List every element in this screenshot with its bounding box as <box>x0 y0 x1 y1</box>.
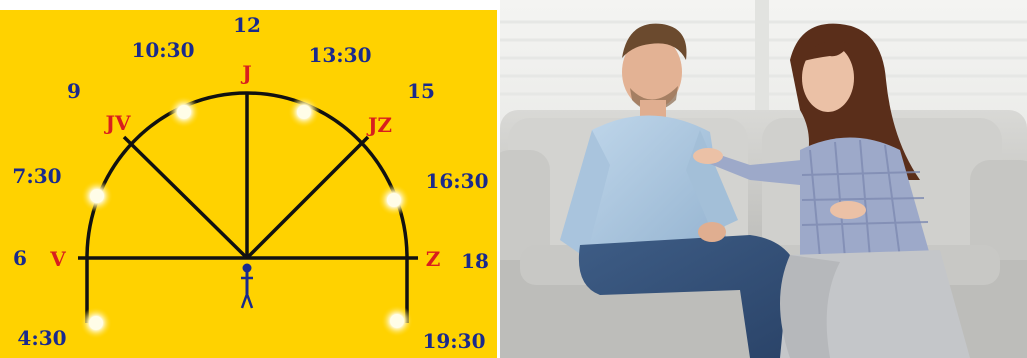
sun-icon <box>378 184 410 216</box>
hour-label-12: 12 <box>233 13 261 37</box>
sun-icon <box>168 96 200 128</box>
direction-label-j: J <box>240 61 251 85</box>
hour-label-16-30: 16:30 <box>425 169 488 193</box>
sun-icon <box>80 307 112 339</box>
hour-label-9: 9 <box>67 79 81 103</box>
hour-label-6: 6 <box>13 246 27 270</box>
direction-label-jz: JZ <box>366 113 392 137</box>
sun-icon <box>288 96 320 128</box>
sun-icon <box>81 180 113 212</box>
direction-label-jv: JV <box>104 111 131 135</box>
direction-label-z: Z <box>426 247 441 271</box>
couple-photo <box>500 0 1027 358</box>
window-frame <box>755 0 769 110</box>
man-figure <box>560 23 800 358</box>
ray-southwest <box>122 135 249 260</box>
photo-canvas <box>500 0 1027 358</box>
diagram-canvas: 12 10:30 13:30 9 15 7:30 16:30 6 18 4:30… <box>0 10 497 358</box>
sun-path-diagram: 12 10:30 13:30 9 15 7:30 16:30 6 18 4:30… <box>0 0 497 358</box>
ray-southeast <box>245 135 370 260</box>
hour-label-13-30: 13:30 <box>308 43 371 67</box>
hour-label-10-30: 10:30 <box>131 38 194 62</box>
person-icon <box>240 263 254 309</box>
hour-label-19-30: 19:30 <box>422 329 485 353</box>
hour-label-7-30: 7:30 <box>12 164 61 188</box>
hour-label-4-30: 4:30 <box>17 326 66 350</box>
woman-figure <box>693 23 970 358</box>
direction-label-v: V <box>49 247 66 271</box>
hour-label-18: 18 <box>461 249 489 273</box>
hour-label-15: 15 <box>407 79 435 103</box>
sun-icon <box>381 305 413 337</box>
